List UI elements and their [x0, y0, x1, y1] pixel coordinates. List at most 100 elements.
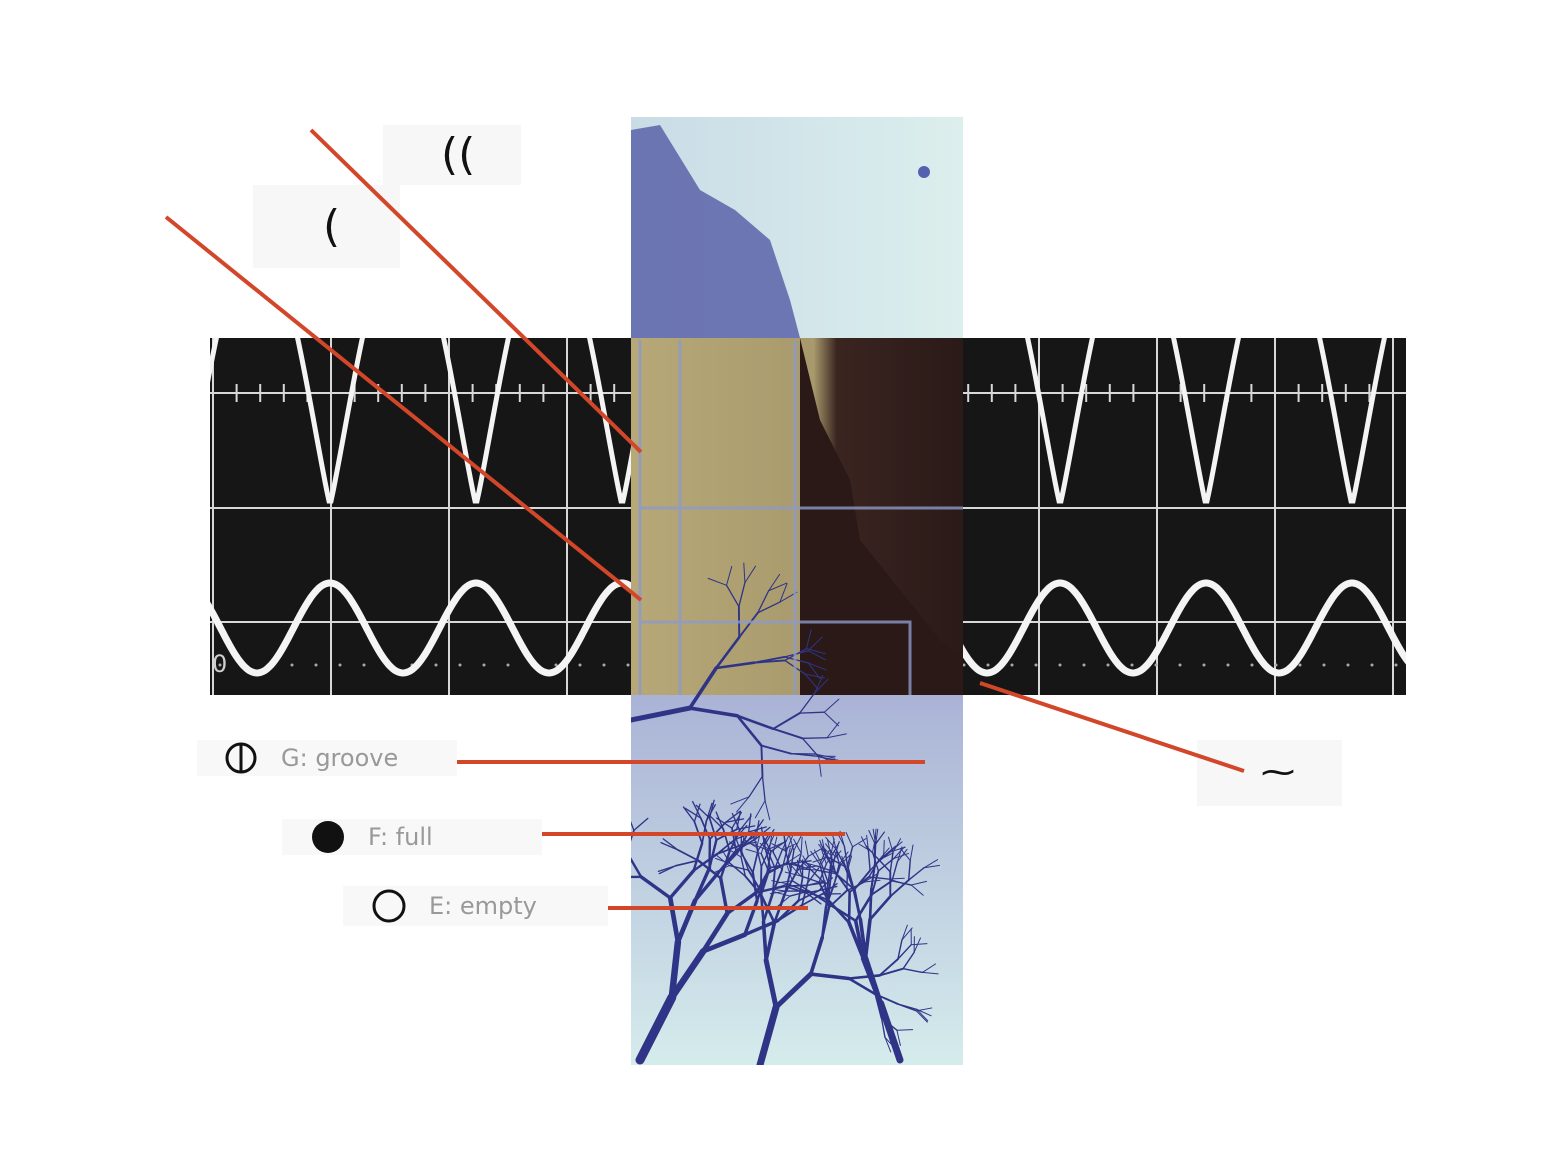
vein — [845, 832, 854, 848]
vein — [807, 650, 827, 661]
grid-dot — [1106, 663, 1110, 667]
vein — [761, 920, 768, 963]
vein — [772, 836, 778, 853]
vein — [719, 849, 731, 880]
vein — [731, 811, 742, 829]
vein — [726, 565, 733, 586]
vein — [818, 863, 828, 883]
grid-dot — [482, 663, 486, 667]
vein — [847, 977, 877, 996]
vein — [812, 856, 829, 863]
vein — [827, 874, 832, 902]
vein — [631, 857, 643, 879]
grid-dot — [362, 663, 366, 667]
vein — [789, 863, 802, 877]
vein — [877, 857, 895, 872]
vein — [772, 851, 783, 871]
vein — [777, 895, 791, 907]
grid-dot — [290, 663, 294, 667]
vein — [902, 951, 915, 970]
vein — [590, 838, 608, 839]
vein — [763, 957, 779, 1010]
vein — [815, 755, 836, 762]
vein — [830, 855, 836, 877]
vein — [592, 877, 613, 886]
vein — [827, 898, 851, 925]
vein — [745, 848, 762, 855]
grid-dot — [1058, 663, 1062, 667]
vein — [868, 876, 890, 880]
vein — [766, 849, 776, 869]
vein — [771, 843, 787, 852]
vein — [788, 834, 795, 852]
vein — [813, 849, 823, 865]
vein — [897, 1003, 918, 1012]
vein — [790, 752, 817, 757]
vein — [813, 675, 824, 694]
legend-label: F: full — [368, 823, 433, 851]
vein — [721, 849, 731, 865]
empty-circle-icon — [372, 889, 406, 923]
vein — [825, 843, 836, 857]
vein — [875, 828, 879, 846]
vein — [708, 799, 715, 819]
vein — [877, 999, 904, 1064]
vein — [820, 905, 828, 939]
vein — [807, 847, 823, 857]
vein — [896, 848, 908, 863]
vein — [809, 868, 826, 884]
vein — [910, 884, 924, 896]
vein — [731, 812, 741, 832]
vein — [744, 875, 763, 896]
vein — [738, 582, 746, 608]
vein — [800, 836, 803, 854]
vein — [662, 838, 679, 851]
grid-dot — [1298, 663, 1302, 667]
vein — [870, 870, 880, 896]
vein — [826, 838, 832, 855]
vein — [804, 673, 819, 690]
vein — [896, 1029, 901, 1047]
vein — [691, 800, 702, 819]
annotation-box-tilde: ⁓ — [1197, 740, 1342, 806]
vein — [790, 849, 795, 871]
legend-item-empty: E: empty — [343, 886, 608, 926]
leader-line — [309, 128, 643, 454]
vein — [668, 948, 707, 1001]
vein — [740, 856, 747, 877]
vein — [757, 590, 770, 614]
vein — [889, 851, 894, 873]
vein — [760, 744, 792, 755]
vein — [735, 714, 763, 747]
vein — [760, 852, 770, 873]
vein — [772, 727, 804, 740]
vein — [805, 629, 812, 650]
vein — [813, 678, 829, 694]
vein — [847, 920, 866, 961]
vein — [791, 880, 810, 892]
grid-dot — [218, 663, 222, 667]
vein — [738, 611, 759, 639]
top-trace — [210, 338, 1387, 504]
vein — [888, 878, 905, 885]
grid-dot — [1130, 663, 1134, 667]
vein — [761, 775, 766, 802]
grid-dot — [314, 663, 318, 667]
vein — [921, 963, 937, 973]
vein — [896, 1029, 914, 1031]
vein — [809, 935, 825, 976]
vein — [743, 562, 746, 584]
vein — [759, 842, 774, 853]
vein — [870, 879, 893, 896]
grid-dot — [1274, 663, 1278, 667]
vein — [756, 846, 763, 868]
vein — [825, 836, 837, 850]
vein — [700, 911, 730, 954]
vein — [909, 844, 914, 861]
vein — [714, 635, 741, 670]
fractal-growth — [631, 125, 800, 338]
vein — [846, 864, 855, 891]
vein — [580, 851, 594, 863]
vein — [772, 712, 801, 730]
vein — [863, 917, 872, 960]
